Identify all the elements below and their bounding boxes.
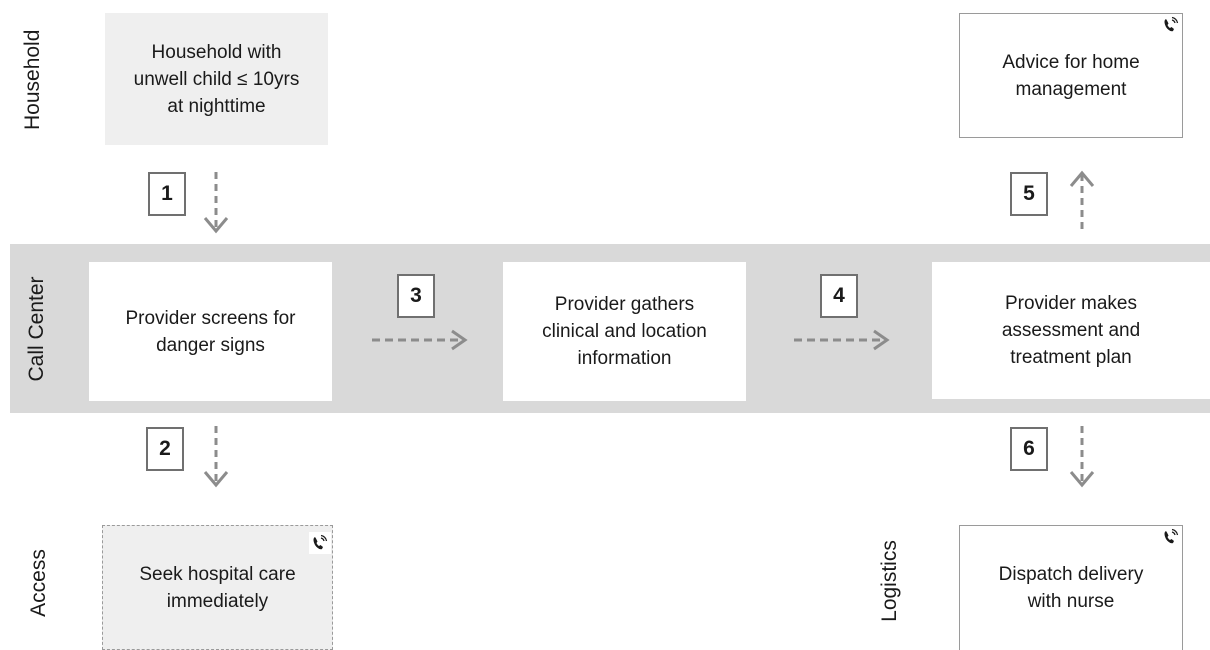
phone-icon [1160,526,1182,548]
home-advice-box: Advice for home management [959,13,1183,138]
arrow-down-6 [1069,426,1095,488]
phone-icon [309,532,331,554]
arrow-right-3 [372,329,468,351]
assessment-text: Provider makes assessment and treatment … [1001,293,1141,368]
dispatch-text: Dispatch delivery with nurse [998,564,1144,612]
phone-icon [1160,14,1182,36]
step-number-6: 6 [1010,427,1048,471]
step-number-5: 5 [1010,172,1048,216]
lane-label-access: Access [27,549,50,617]
arrow-down-1 [203,172,229,234]
screen-danger-text: Provider screens for danger signs [125,307,296,356]
household-child-box: Household with unwell child ≤ 10yrs at n… [105,13,328,145]
lane-label-logistics: Logistics [878,540,901,622]
step-number-1: 1 [148,172,186,216]
hospital-care-text: Seek hospital care immediately [139,563,296,612]
screen-danger-box: Provider screens for danger signs [89,262,332,401]
gather-info-text: Provider gathers clinical and location i… [542,294,707,369]
step-number-4: 4 [820,274,858,318]
lane-label-household: Household [21,29,44,130]
dispatch-box: Dispatch delivery with nurse [959,525,1183,650]
gather-info-box: Provider gathers clinical and location i… [503,262,746,401]
step-number-3: 3 [397,274,435,318]
arrow-down-2 [203,426,229,488]
household-child-text: Household with unwell child ≤ 10yrs at n… [133,41,300,117]
assessment-box: Provider makes assessment and treatment … [932,262,1210,399]
step-number-2: 2 [146,427,184,471]
hospital-care-box: Seek hospital care immediately [102,525,333,650]
arrow-right-4 [794,329,890,351]
lane-label-call-center: Call Center [25,276,48,382]
home-advice-text: Advice for home management [1002,51,1140,100]
arrow-up-5 [1069,170,1095,232]
